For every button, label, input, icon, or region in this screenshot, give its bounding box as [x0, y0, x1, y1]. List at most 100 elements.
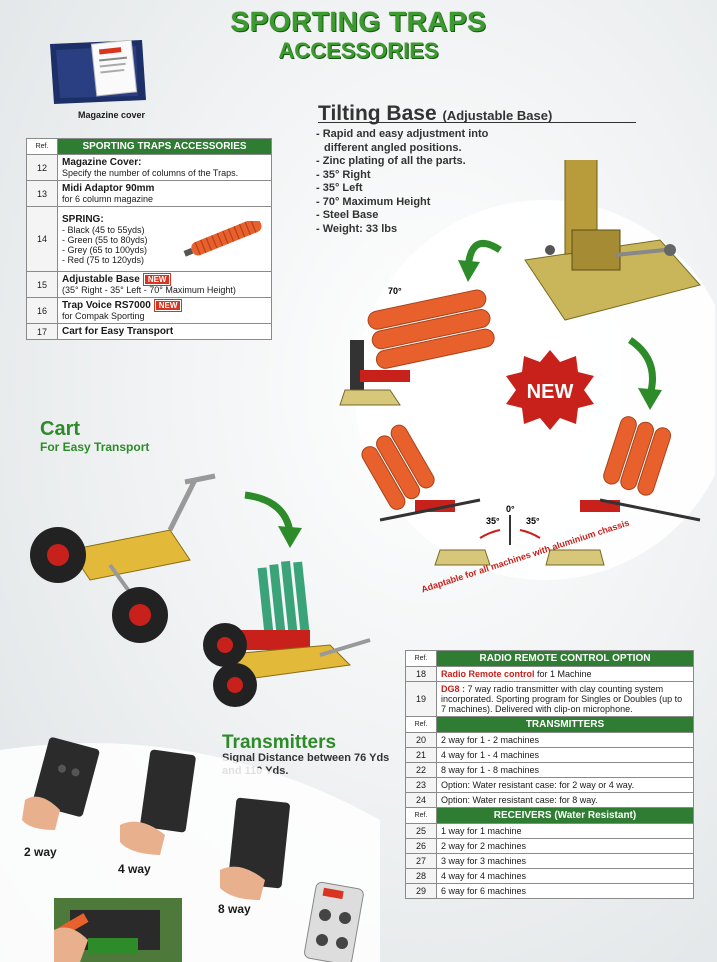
item-text: 6 way for 6 machines [436, 883, 694, 899]
angle-label-left: 35° [486, 516, 500, 526]
label-8way: 8 way [218, 902, 251, 916]
feature-item: - Weight: 33 lbs [316, 222, 398, 235]
feature-item: - 70° Maximum Height [316, 195, 431, 208]
ref-cell: 19 [405, 681, 437, 717]
ref-cell: 13 [26, 180, 58, 207]
item-line: for 6 column magazine [62, 194, 154, 204]
item-text: 7 way radio transmitter with clay counti… [441, 684, 683, 714]
tilting-base-illustration: 70° NEW 35° 0° 35° [339, 160, 715, 580]
ref-cell: 23 [405, 777, 437, 793]
item-line: (35° Right - 35° Left - 70° Maximum Heig… [62, 285, 236, 295]
item-title: SPRING: [62, 213, 104, 225]
page-title: SPORTING TRAPS [230, 6, 487, 37]
item-cell: SPRING: - Black (45 to 55yds) - Green (5… [57, 206, 272, 272]
item-title: Midi Adaptor 90mm [62, 183, 155, 194]
ref-cell: 14 [26, 206, 58, 272]
item-line: - Green (55 to 80yds) [62, 234, 148, 245]
new-starburst: NEW [506, 350, 594, 430]
item-text: 1 way for 1 machine [436, 823, 694, 839]
receiver-image [304, 881, 364, 962]
ref-cell: 28 [405, 868, 437, 884]
item-text: 3 way for 3 machines [436, 853, 694, 869]
item-title: Trap Voice RS7000 [62, 300, 151, 311]
ref-header: Ref. [405, 650, 437, 667]
transmitter-8way-image [220, 797, 290, 900]
table-row: 17 Cart for Easy Transport [26, 323, 272, 340]
accessories-table: Ref. SPORTING TRAPS ACCESSORIES 12 Magaz… [26, 138, 272, 340]
item-cell: Magazine Cover: Specify the number of co… [57, 154, 272, 181]
ref-header: Ref. [405, 807, 437, 824]
item-highlight: DG8 : [441, 684, 466, 694]
item-text: 4 way for 1 - 4 machines [436, 747, 694, 763]
angle-label-center: 0° [506, 504, 515, 514]
new-badge: NEW [154, 300, 182, 311]
table-row: 13 Midi Adaptor 90mm for 6 column magazi… [26, 180, 272, 207]
section-header-row: Ref. TRANSMITTERS [405, 716, 694, 733]
new-starburst-text: NEW [527, 381, 574, 403]
item-cell: DG8 : 7 way radio transmitter with clay … [436, 681, 694, 717]
item-line: Specify the number of columns of the Tra… [62, 168, 239, 178]
magazine-caption: Magazine cover [78, 110, 146, 120]
item-cell: Midi Adaptor 90mm for 6 column magazine [57, 180, 272, 207]
item-title: Adjustable Base [62, 274, 140, 285]
item-text: 2 way for 1 - 2 machines [436, 732, 694, 748]
feature-item: - Steel Base [316, 209, 379, 221]
feature-item: - 35° Left [316, 182, 363, 194]
item-line: for Compak Sporting [62, 311, 145, 321]
ref-cell: 16 [26, 297, 58, 324]
feature-item: - 35° Right [316, 168, 371, 181]
item-title: Cart for Easy Transport [62, 326, 174, 337]
transmitter-4way-image [120, 749, 196, 855]
transmitters-illustration [0, 737, 380, 962]
item-text: Option: Water resistant case: for 8 way. [436, 792, 694, 808]
tilting-feature-list: - Rapid and easy adjustment into differe… [316, 128, 488, 236]
section-title: TRANSMITTERS [436, 716, 694, 733]
trap-tilted-left-image [361, 424, 491, 566]
label-4way: 4 way [118, 862, 151, 876]
section-title: RECEIVERS (Water Resistant) [436, 807, 694, 824]
section-header-row: Ref. RADIO REMOTE CONTROL OPTION [405, 650, 694, 667]
section-title: RADIO REMOTE CONTROL OPTION [436, 650, 694, 667]
empty-cart-image [30, 473, 216, 643]
tilting-title-main: Tilting Base [318, 102, 437, 125]
angle-label-right: 35° [526, 516, 540, 526]
accessories-header-row: Ref. SPORTING TRAPS ACCESSORIES [26, 138, 272, 155]
ref-cell: 26 [405, 838, 437, 854]
feature-item: - Zinc plating of all the parts. [316, 155, 466, 167]
item-line: - Grey (65 to 100yds) [62, 244, 148, 255]
table-row: 14 SPRING: - Black (45 to 55yds) - Green… [26, 206, 272, 272]
table-row: 19 DG8 : 7 way radio transmitter with cl… [405, 681, 694, 717]
loaded-cart-image [203, 560, 371, 707]
item-text: Option: Water resistant case: for 2 way … [436, 777, 694, 793]
ref-header: Ref. [405, 716, 437, 733]
ref-cell: 21 [405, 747, 437, 763]
label-2way: 2 way [24, 845, 57, 859]
spring-image [183, 221, 262, 257]
item-line: - Red (75 to 120yds) [62, 254, 145, 265]
transmitter-2way-image [22, 737, 100, 830]
ref-cell: 12 [26, 154, 58, 181]
tilting-title-sub: (Adjustable Base) [442, 108, 553, 123]
feature-item: - Rapid and easy adjustment into [316, 128, 489, 140]
transmitters-title: Transmitters [222, 732, 337, 753]
ref-cell: 29 [405, 883, 437, 899]
cart-title: Cart [40, 418, 81, 440]
ref-cell: 17 [26, 323, 58, 340]
item-highlight: Radio Remote control [441, 669, 535, 679]
section-header-row: Ref. RECEIVERS (Water Resistant) [405, 807, 694, 824]
ref-cell: 18 [405, 666, 437, 682]
table-row: 18 Radio Remote control for 1 Machine [405, 666, 694, 682]
field-receiver-photo [54, 898, 182, 962]
ref-header: Ref. [26, 138, 58, 155]
item-title: Magazine Cover: [62, 157, 142, 168]
ref-cell: 24 [405, 792, 437, 808]
